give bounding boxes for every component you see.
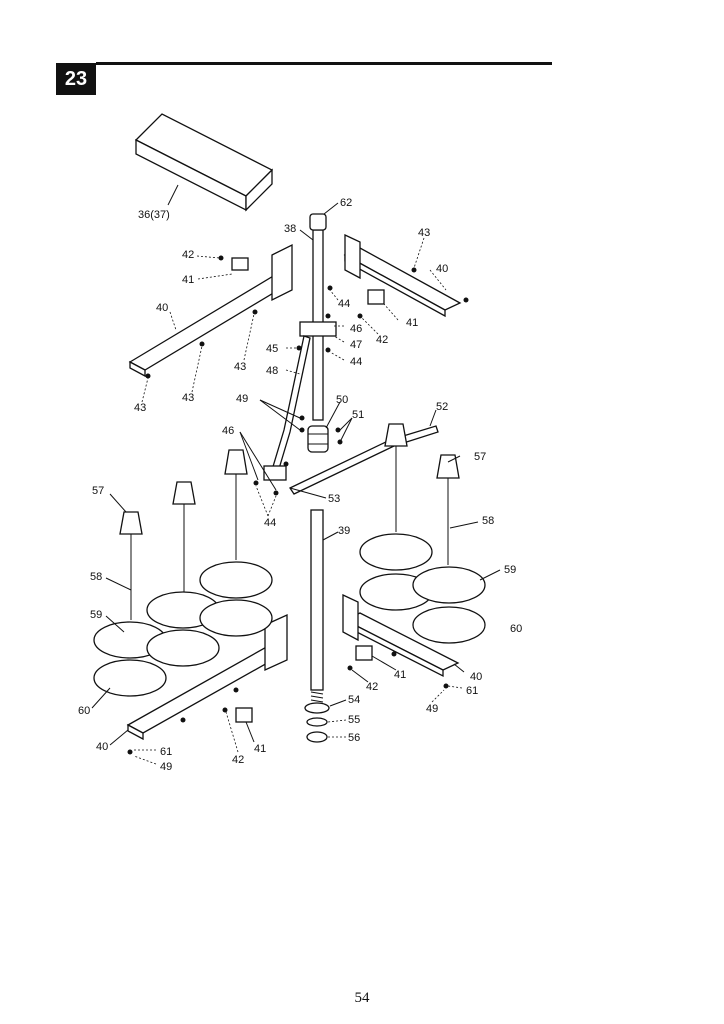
callout-label: 45 xyxy=(266,343,278,355)
callout-label: 49 xyxy=(160,761,172,773)
callout-label: 60 xyxy=(510,623,522,635)
callout-label: 58 xyxy=(90,571,102,583)
part-upper-left-bar xyxy=(128,243,293,378)
callout-label: 40 xyxy=(436,263,448,275)
callout-label: 42 xyxy=(182,249,194,261)
callout-label: 60 xyxy=(78,705,90,717)
part-upper-right-bar xyxy=(343,233,462,318)
callout-label: 42 xyxy=(232,754,244,766)
part-spool-stand-3 xyxy=(199,449,273,637)
part-washers xyxy=(304,702,330,743)
callout-label: 52 xyxy=(436,401,448,413)
callout-label: 55 xyxy=(348,714,360,726)
page-number: 54 xyxy=(354,990,370,1006)
callout-label: 46 xyxy=(350,323,362,335)
callout-label: 58 xyxy=(482,515,494,527)
callout-label: 47 xyxy=(350,339,362,351)
callout-label: 41 xyxy=(394,669,406,681)
part-clamp-block xyxy=(263,465,287,481)
callout-label: 59 xyxy=(504,564,516,576)
callout-label: 40 xyxy=(470,671,482,683)
callout-label: 59 xyxy=(90,609,102,621)
header-rule xyxy=(96,62,552,65)
callout-label: 36(37) xyxy=(138,209,170,221)
callout-label: 53 xyxy=(328,493,340,505)
callout-label: 49 xyxy=(426,703,438,715)
part-brackets xyxy=(231,257,385,723)
callout-label: 62 xyxy=(340,197,352,209)
callout-label: 43 xyxy=(418,227,430,239)
callout-label: 61 xyxy=(160,746,172,758)
callout-label: 41 xyxy=(406,317,418,329)
callout-label: 44 xyxy=(264,517,276,529)
part-upper-post xyxy=(309,213,327,421)
part-box xyxy=(134,113,274,212)
callout-label: 40 xyxy=(96,741,108,753)
callout-label: 43 xyxy=(234,361,246,373)
callout-label: 57 xyxy=(92,485,104,497)
part-lower-post xyxy=(310,509,324,707)
callout-label: 44 xyxy=(338,298,350,310)
callout-label: 40 xyxy=(156,302,168,314)
part-lower-left-bar xyxy=(126,613,288,741)
section-number-badge: 23 xyxy=(56,63,96,95)
callout-label: 57 xyxy=(474,451,486,463)
part-screws xyxy=(127,255,469,755)
callout-label: 38 xyxy=(284,223,296,235)
callout-label: 42 xyxy=(376,334,388,346)
callout-label: 43 xyxy=(182,392,194,404)
callout-label: 61 xyxy=(466,685,478,697)
callout-label: 39 xyxy=(338,525,350,537)
callout-label: 56 xyxy=(348,732,360,744)
callout-label: 49 xyxy=(236,393,248,405)
callout-label: 50 xyxy=(336,394,348,406)
part-spool-stand-5 xyxy=(412,454,486,644)
part-lower-right-bar xyxy=(342,593,460,678)
callout-label: 51 xyxy=(352,409,364,421)
callout-labels: 36(37) 62 38 43 42 41 40 44 41 42 40 43 … xyxy=(78,197,522,773)
callout-label: 43 xyxy=(134,402,146,414)
callout-label: 41 xyxy=(182,274,194,286)
callout-label: 54 xyxy=(348,694,360,706)
part-connector xyxy=(307,425,329,453)
callout-label: 42 xyxy=(366,681,378,693)
callout-label: 48 xyxy=(266,365,278,377)
callout-label: 46 xyxy=(222,425,234,437)
callout-label: 41 xyxy=(254,743,266,755)
callout-label: 44 xyxy=(350,356,362,368)
part-vertical-arm xyxy=(271,335,311,473)
part-clamp xyxy=(299,321,337,337)
leader-lines xyxy=(91,184,501,765)
